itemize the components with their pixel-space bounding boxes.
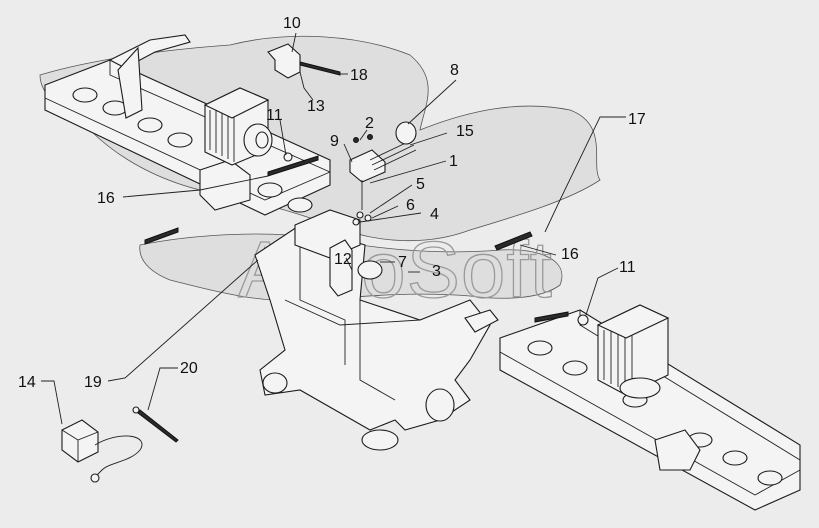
background-region-top	[39, 35, 601, 242]
bracket-part-10	[267, 43, 301, 79]
pin-part-20	[137, 409, 179, 443]
callout-12: 12	[334, 251, 352, 268]
right-gear-motor	[596, 304, 670, 399]
cable-part-16-left	[267, 155, 319, 177]
cable-part-16-right	[494, 231, 533, 251]
rod-part-19	[299, 61, 341, 76]
pin-part-20-head	[132, 406, 140, 414]
callout-14: 14	[18, 374, 36, 391]
control-box-part-14	[61, 419, 143, 483]
callout-6: 6	[406, 197, 415, 214]
callout-19: 18	[350, 67, 368, 84]
callout-5: 5	[416, 176, 425, 193]
callout-7: 7	[398, 254, 407, 271]
callout-15: 15	[456, 123, 474, 140]
screws-part-2	[353, 134, 373, 143]
callout-labels: 10 18 13 11 2 9 8 15 1 5 6 4 16 16 17 11…	[18, 15, 646, 391]
callout-16-right: 16	[561, 246, 579, 263]
washer-parts-5-6-4	[352, 211, 372, 226]
clamp-part-11-left	[283, 152, 293, 162]
pin-part-13	[299, 71, 305, 89]
callout-11-right: 11	[619, 259, 636, 276]
left-gear-motor	[203, 87, 273, 166]
sensor-rod-left	[144, 227, 179, 245]
oring-part-8	[395, 121, 417, 145]
leader-lines	[41, 32, 626, 425]
callout-11-left: 11	[266, 107, 283, 124]
callout-17: 17	[628, 111, 646, 128]
callout-2: 2	[365, 115, 374, 132]
callout-3: 3	[432, 263, 441, 280]
callout-20: 20	[180, 360, 198, 377]
callout-4: 4	[430, 206, 439, 223]
callout-18: 19	[84, 374, 102, 391]
clamp-part-11-right	[577, 314, 589, 326]
callout-1: 1	[449, 153, 458, 170]
sensor-rod-right	[534, 311, 569, 323]
callout-16-left: 16	[97, 190, 115, 207]
callout-8: 8	[450, 62, 459, 79]
callout-10: 10	[283, 15, 301, 32]
central-frame	[254, 209, 499, 451]
callout-13: 13	[307, 98, 325, 115]
sensor-block-9	[349, 149, 386, 183]
callout-9: 9	[330, 133, 339, 150]
